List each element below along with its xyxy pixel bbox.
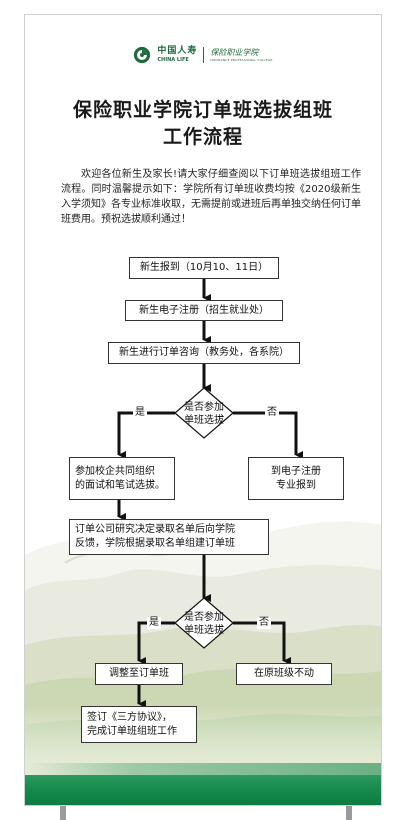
flow-step-registration: 新生报到（10月10、11日） [129,257,279,279]
green-footer-band [25,775,381,805]
flow-box-stay-in-class: 在原班级不动 [236,663,332,685]
decision-1-line-2: 单班选拔 [184,415,224,426]
flowchart-connectors [117,279,303,708]
decision-1-line-1: 是否参加 [184,402,224,413]
flow-box-sign-agreement: 签订《三方协议》， 完成订单班组班工作 [81,706,197,743]
decision-2-line-2: 单班选拔 [184,625,224,636]
company-name-en: CHINA LIFE [157,57,189,63]
decision-2-no-label: 否 [257,617,271,629]
decision-1-yes-label: 是 [133,407,147,419]
stand-foot-right [346,806,352,820]
interview-line-1: 参加校企共同组织 [75,465,155,477]
decision-1-no-label: 否 [265,407,279,419]
stand-foot-left [60,806,66,820]
admission-line-1: 订单公司研究决定录取名单后向学院 [75,524,235,535]
flow-box-adjust-to-order-class: 调整至订单班 [95,663,183,685]
school-logo-text: 保险职业学院 INSURANCE PROFESSIONAL COLLEGE [210,47,273,62]
flow-box-admission-list: 订单公司研究决定录取名单后向学院 反馈，学院根据录取名单组建订单班 [69,519,269,555]
title-line-2: 工作流程 [162,126,243,148]
major-report-line-1: 到电子注册 [271,465,321,477]
decision-2-label: 是否参加 单班选拔 [172,611,236,637]
admission-line-2: 反馈，学院根据录取名单组建订单班 [75,538,235,549]
decision-1-label: 是否参加 单班选拔 [172,401,236,427]
major-report-line-2: 专业报到 [276,479,316,491]
company-logo-text: 中国人寿 CHINA LIFE [157,47,197,63]
flow-box-major-report: 到电子注册 专业报到 [248,457,344,500]
company-name-cn: 中国人寿 [157,46,198,56]
poster-banner: 中国人寿 CHINA LIFE 保险职业学院 INSURANCE PROFESS… [24,14,382,806]
flow-step-consultation: 新生进行订单咨询（教务处，各系院） [108,342,300,364]
logo-divider [203,47,205,63]
flow-box-interview-selection: 参加校企共同组织 的面试和笔试选拔。 [69,457,175,500]
intro-paragraph: 欢迎各位新生及家长!请大家仔细查阅以下订单班选拔组班工作流程。同时温馨提示如下：… [61,169,361,225]
china-life-logo-icon [134,46,151,64]
decision-2-yes-label: 是 [147,617,161,629]
agreement-line-2: 完成订单班组班工作 [87,725,177,737]
title-line-1: 保险职业学院订单班选拔组班 [72,99,333,121]
decision-diamond-2 [174,597,234,649]
agreement-line-1: 签订《三方协议》， [87,711,172,723]
flow-step-e-registration: 新生电子注册（招生就业处） [125,300,283,321]
decision-2-line-1: 是否参加 [184,612,224,623]
page-title: 保险职业学院订单班选拔组班 工作流程 [25,97,381,151]
decision-diamond-1 [174,387,234,439]
green-band-fade [25,763,381,777]
interview-line-2: 的面试和笔试选拔。 [75,479,165,491]
school-name: 保险职业学院 [210,47,259,57]
logo-header: 中国人寿 CHINA LIFE 保险职业学院 INSURANCE PROFESS… [25,43,381,67]
school-name-en: INSURANCE PROFESSIONAL COLLEGE [210,57,273,62]
